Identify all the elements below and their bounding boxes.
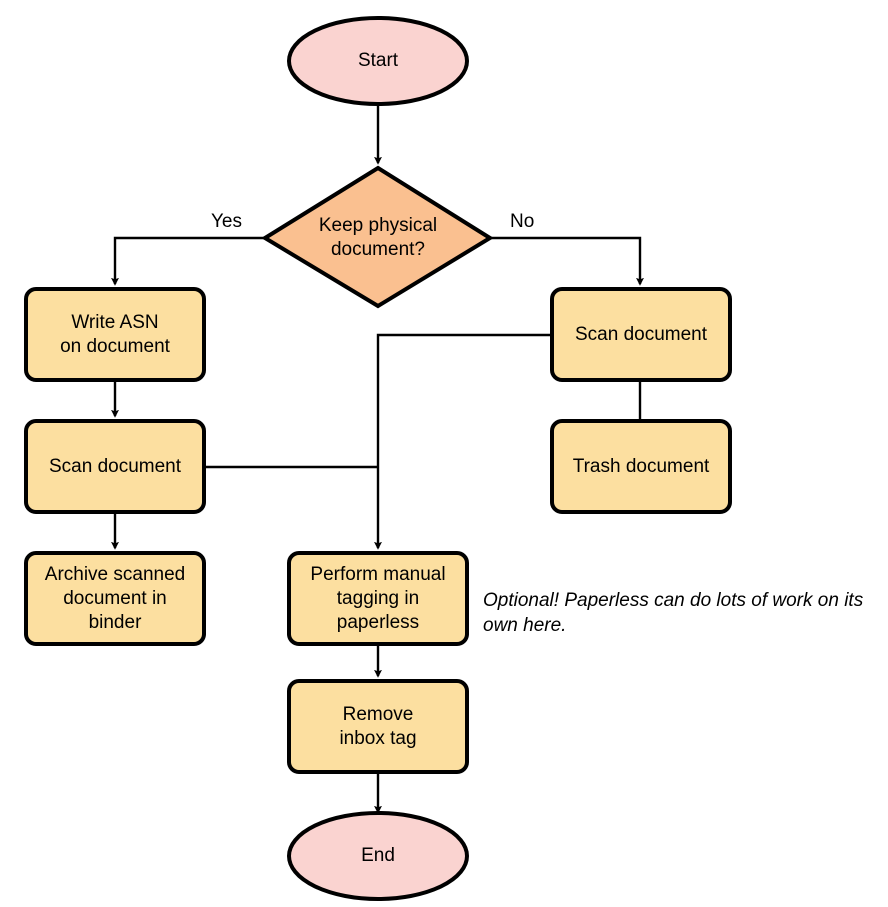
- node-trash-shape[interactable]: [550, 419, 732, 514]
- node-archive-binder-shape[interactable]: [24, 551, 206, 646]
- edge-scanright-to-tagging: [374, 333, 552, 550]
- edge-label-yes: Yes: [211, 211, 242, 232]
- edge-label-no: No: [510, 211, 535, 232]
- node-manual-tagging-shape[interactable]: [287, 551, 469, 646]
- node-scan-right-shape[interactable]: [550, 287, 732, 382]
- node-write-asn-shape[interactable]: [24, 287, 206, 382]
- node-scan-left-shape[interactable]: [24, 419, 206, 514]
- edge-decision-no: [490, 236, 644, 286]
- node-start-shape[interactable]: [287, 16, 469, 106]
- node-end-shape[interactable]: [287, 811, 469, 901]
- edge-decision-yes: [111, 236, 265, 286]
- node-keep-physical-shape[interactable]: [261, 165, 494, 309]
- optional-note-text: Optional! Paperless can do lots of work …: [483, 590, 864, 636]
- node-remove-inbox-shape[interactable]: [287, 679, 469, 774]
